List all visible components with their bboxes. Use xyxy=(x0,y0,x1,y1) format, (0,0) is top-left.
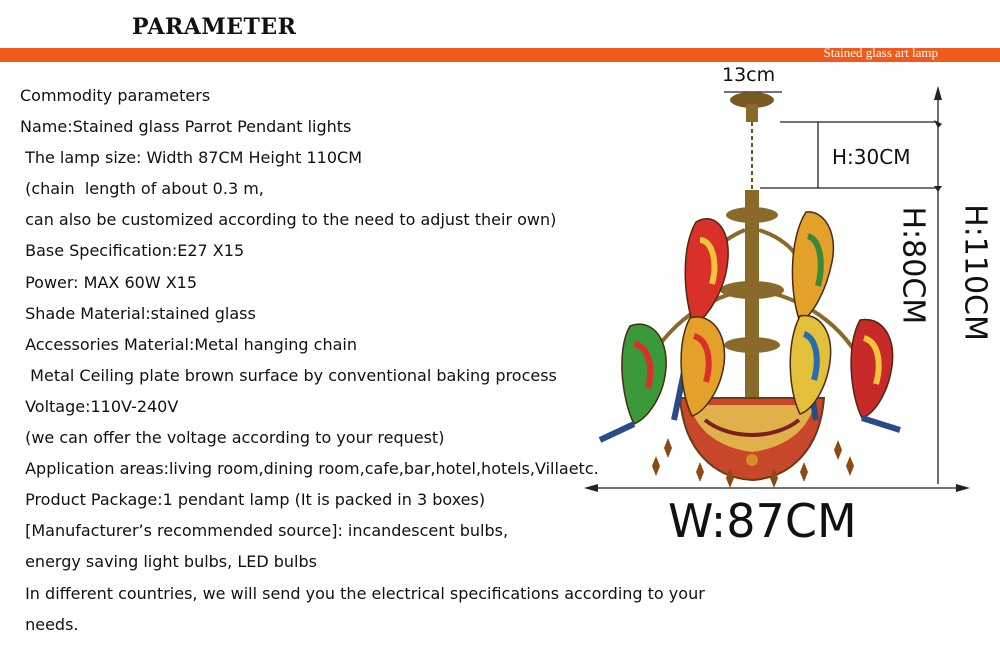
parameter-line: Shade Material:stained glass xyxy=(20,303,256,323)
dimension-arrows xyxy=(584,86,970,492)
width-label: W:87CM xyxy=(668,494,857,548)
stained-glass-bowl xyxy=(678,397,826,482)
parameter-line: Metal Ceiling plate brown surface by con… xyxy=(20,365,557,385)
parameter-line: Accessories Material:Metal hanging chain xyxy=(20,334,357,354)
header-bar-label: Stained glass art lamp xyxy=(823,45,938,60)
parrot-shade xyxy=(789,314,832,415)
total-height-label: H:110CM xyxy=(957,204,993,341)
parameter-line: The lamp size: Width 87CM Height 110CM xyxy=(20,148,362,168)
parameter-line: needs. xyxy=(20,614,79,634)
header-bar: Stained glass art lamp xyxy=(0,45,1000,62)
parameter-list: Commodity parameters Name:Stained glass … xyxy=(20,80,720,640)
parameter-line: Application areas:living room,dining roo… xyxy=(20,459,599,479)
parrot-shade xyxy=(680,316,726,417)
crystal-drops xyxy=(652,438,854,488)
parameter-line: Power: MAX 60W X15 xyxy=(20,272,198,292)
parameter-line: In different countries, we will send you… xyxy=(20,583,705,603)
body-height-label: H:80CM xyxy=(895,206,931,325)
chain-height-label: H:30CM xyxy=(832,145,911,169)
parameter-line: energy saving light bulbs, LED bulbs xyxy=(20,552,317,572)
parameter-line: Commodity parameters xyxy=(20,86,211,105)
canopy-width-label: 13cm xyxy=(722,64,776,86)
parameter-line: Name:Stained glass Parrot Pendant lights xyxy=(20,117,352,137)
parameter-line: Voltage:110V-240V xyxy=(20,396,179,416)
parameter-line: [Manufacturer’s recommended source]: inc… xyxy=(20,521,509,541)
parrot-shade xyxy=(598,323,667,443)
parameter-line: (we can offer the voltage according to y… xyxy=(20,428,445,448)
brass-stem xyxy=(720,190,784,400)
ceiling-canopy xyxy=(730,92,774,122)
parameter-line: (chain length of about 0.3 m, xyxy=(20,179,264,199)
page-title: PARAMETER xyxy=(132,14,297,40)
dimension-lines xyxy=(590,91,965,489)
parameter-line: Product Package:1 pendant lamp (It is pa… xyxy=(20,490,486,510)
parameter-line: can also be customized according to the … xyxy=(20,210,557,230)
parameter-line: Base Specification:E27 X15 xyxy=(20,241,245,261)
parrot-shade xyxy=(850,318,901,433)
